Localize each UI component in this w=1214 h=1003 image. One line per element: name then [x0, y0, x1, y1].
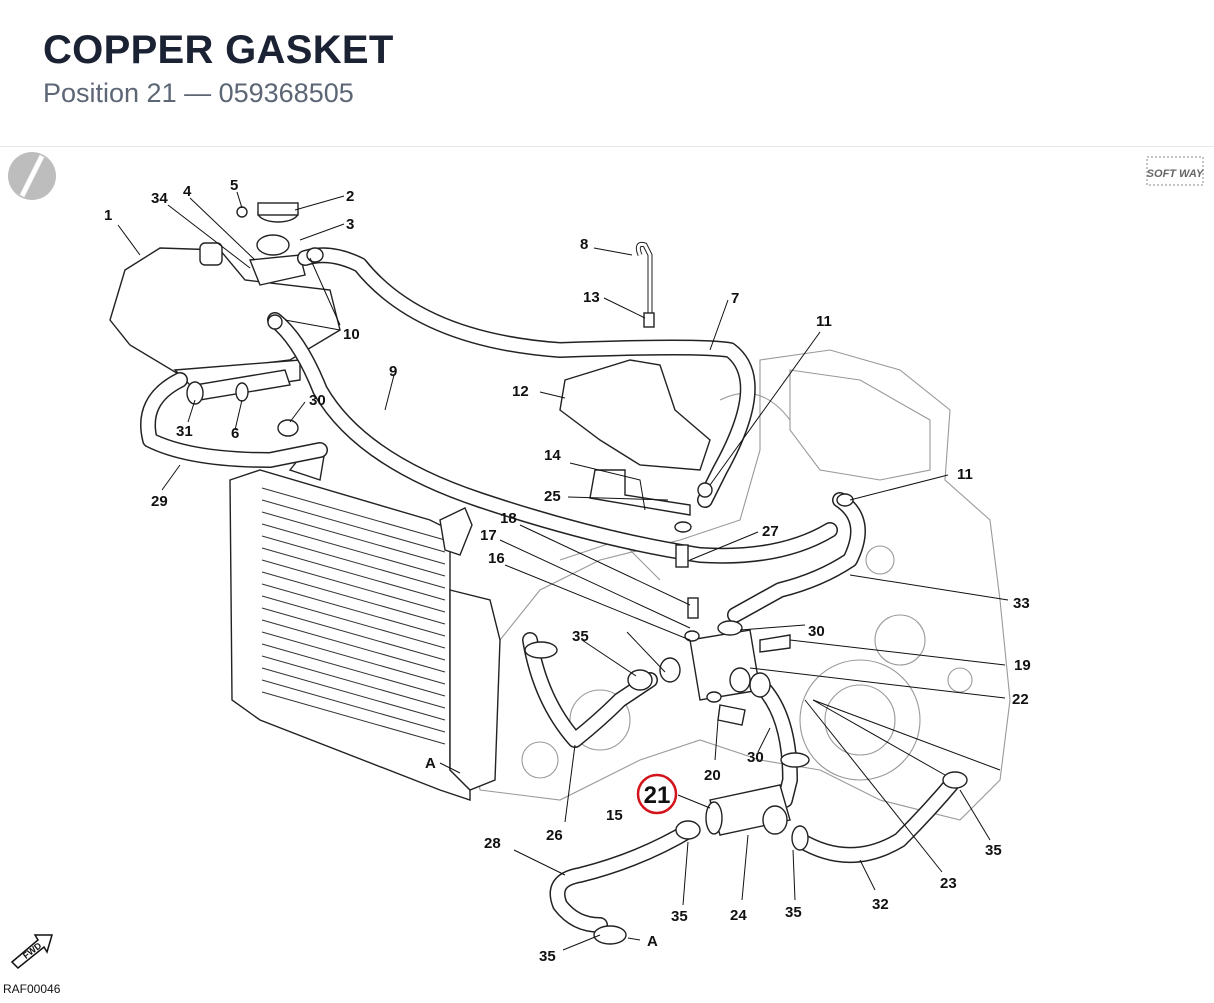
callout-3: 3 [346, 216, 354, 233]
callout-2: 2 [346, 188, 354, 205]
callout-35-a: 35 [572, 628, 589, 645]
callout-26: 26 [546, 827, 563, 844]
filler-cap [249, 202, 306, 286]
callout-11-upper: 11 [816, 313, 832, 330]
callout-4: 4 [183, 183, 192, 200]
callout-a-lower: A [647, 933, 658, 950]
callout-35-c: 35 [785, 904, 802, 921]
callout-28: 28 [484, 835, 501, 852]
callout-34: 34 [151, 190, 168, 207]
vent-tube [635, 242, 655, 328]
callout-18: 18 [500, 510, 517, 527]
exploded-parts-diagram: SOFT WAY [8, 152, 1205, 970]
callout-9: 9 [389, 363, 397, 380]
callout-19: 19 [1014, 657, 1031, 674]
callout-35-e: 35 [539, 948, 556, 965]
callout-10: 10 [343, 326, 360, 343]
manifold-block [659, 629, 761, 701]
callout-33: 33 [1013, 595, 1030, 612]
manufacturer-logo-icon [8, 152, 56, 200]
callout-12: 12 [512, 383, 529, 400]
coolant-hoses [140, 247, 963, 933]
mounting-strap [186, 369, 291, 405]
callout-24: 24 [730, 907, 747, 924]
overflow-reservoir [559, 359, 711, 471]
callout-6: 6 [231, 425, 239, 442]
softway-logo-text: SOFT WAY [1147, 168, 1205, 180]
highlighted-callout-21[interactable]: 21 [636, 773, 678, 815]
callout-32: 32 [872, 896, 889, 913]
callout-13: 13 [583, 289, 600, 306]
callout-8: 8 [580, 236, 588, 253]
callout-15: 15 [606, 807, 623, 824]
callout-30-middle: 30 [808, 623, 825, 640]
radiator [229, 444, 501, 801]
callout-30-lower: 30 [747, 749, 764, 766]
t-fitting [705, 784, 791, 836]
leader-lines [117, 191, 1009, 951]
temperature-sensors [717, 634, 791, 726]
gaskets [236, 206, 722, 703]
callout-labels: 1 2 3 4 5 6 7 8 9 10 11 11 12 13 14 15 1… [104, 177, 1031, 965]
callout-17: 17 [480, 527, 497, 544]
callout-a-upper: A [425, 755, 436, 772]
callout-31: 31 [176, 423, 193, 440]
callout-16: 16 [488, 550, 505, 567]
callout-29: 29 [151, 493, 168, 510]
engine-outline [469, 349, 1011, 821]
forward-arrow-icon: FWD [10, 934, 54, 970]
callout-22: 22 [1012, 691, 1029, 708]
callout-25: 25 [544, 488, 561, 505]
callout-35-d: 35 [985, 842, 1002, 859]
callout-5: 5 [230, 177, 238, 194]
page-title: COPPER GASKET [43, 28, 394, 72]
highlight-ring [636, 773, 678, 815]
callout-1: 1 [104, 207, 112, 224]
callout-21: 21 [644, 782, 671, 809]
callout-7: 7 [731, 290, 739, 307]
part-subtitle: Position 21 — 059368505 [43, 78, 354, 108]
softway-logo: SOFT WAY [1146, 156, 1205, 186]
callout-11-lower: 11 [957, 466, 973, 483]
page-header: COPPER GASKET Position 21 — 059368505 [0, 0, 1214, 147]
callout-30-upper: 30 [309, 392, 326, 409]
diagram-reference-code: RAF00046 [3, 982, 61, 996]
callout-20: 20 [704, 767, 721, 784]
callout-23: 23 [940, 875, 957, 892]
callout-35-b: 35 [671, 908, 688, 925]
callout-14: 14 [544, 447, 561, 464]
hose-clamps [267, 247, 968, 945]
callout-27: 27 [762, 523, 779, 540]
